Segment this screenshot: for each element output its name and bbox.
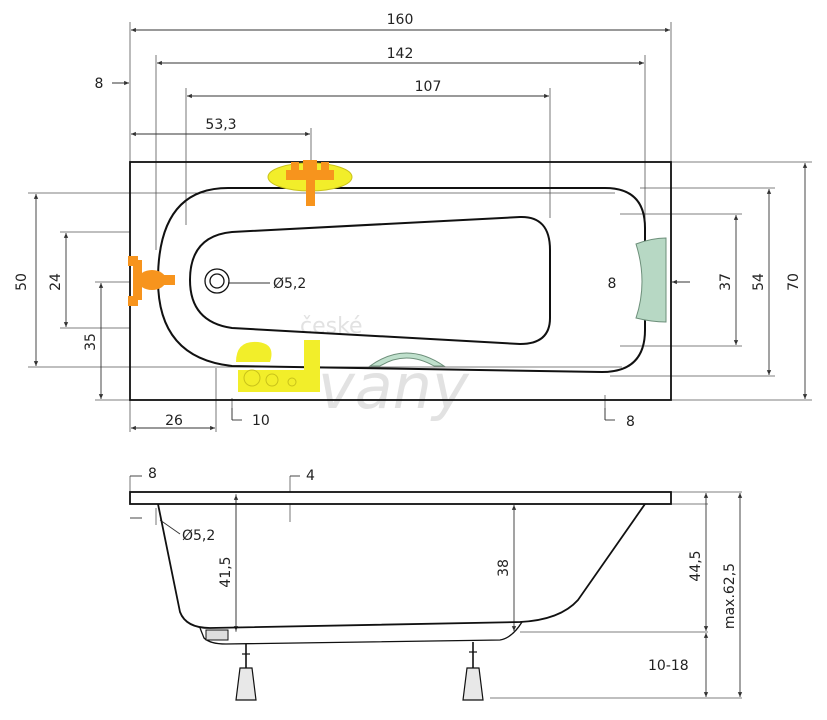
side-view-tub <box>129 491 672 645</box>
top-view-tub <box>129 161 672 401</box>
dim-bottom-offset: 26 <box>165 413 183 429</box>
headrest <box>635 237 667 323</box>
dim-total-depth: 44,5 <box>688 550 704 581</box>
side-view-dimension-lines <box>130 475 743 697</box>
dim-overflow-height: 41,5 <box>218 556 234 587</box>
dim-overall-width-left: 50 <box>14 273 30 291</box>
drain-inner <box>209 273 225 289</box>
dim-overall-width: 70 <box>786 273 802 291</box>
dim-max-height: max.62,5 <box>722 563 738 629</box>
dim-rim-left: 8 <box>95 76 104 92</box>
dim-rim-thickness: 4 <box>306 468 315 484</box>
dim-bottom-rim-right: 8 <box>626 414 635 430</box>
dim-basin-width-right: 37 <box>718 273 734 291</box>
dim-legs-height: 10-18 <box>648 658 689 674</box>
side-tub-body <box>157 503 646 629</box>
dim-inner-width: 54 <box>751 273 767 291</box>
dim-drain-diameter: Ø5,2 <box>273 276 306 292</box>
top-view-extension-lines <box>28 22 812 432</box>
dim-inner-length: 142 <box>387 46 414 62</box>
side-legs <box>235 642 484 701</box>
side-view-dimension-labels: 8 4 Ø5,2 41,5 38 44,5 max.62,5 10-18 <box>148 466 738 674</box>
dim-drain-width: 24 <box>48 273 64 291</box>
dim-overflow-diameter: Ø5,2 <box>182 528 215 544</box>
side-mixer-fixture <box>128 256 175 306</box>
dim-rim-right: 8 <box>608 276 617 292</box>
top-view: 160 142 107 53,3 8 50 24 35 Ø5,2 8 37 54… <box>14 12 812 432</box>
dim-overall-length: 160 <box>387 12 414 28</box>
leg-left <box>235 667 257 701</box>
dim-drain-offset: 35 <box>83 333 99 351</box>
top-view-dimension-lines <box>33 27 808 431</box>
tub-basin-outline <box>188 215 551 346</box>
dim-basin-length: 107 <box>415 79 442 95</box>
dim-bottom-rim: 10 <box>252 413 270 429</box>
watermark-line2: vany <box>318 350 470 423</box>
tub-inner-outline <box>156 187 646 374</box>
side-drain-block <box>205 629 229 641</box>
top-mixer-fixture <box>267 160 353 206</box>
side-view: 8 4 Ø5,2 41,5 38 44,5 max.62,5 10-18 <box>129 466 743 701</box>
soap-fixtures <box>236 340 320 392</box>
handle-grip <box>368 352 446 367</box>
tub-rim-outline <box>129 161 672 401</box>
dim-tap-offset: 53,3 <box>205 117 236 133</box>
dim-side-rim-left: 8 <box>148 466 157 482</box>
dim-inner-depth: 38 <box>496 559 512 577</box>
drain-outer <box>204 268 230 294</box>
leg-right <box>462 667 484 701</box>
side-rim <box>129 491 672 505</box>
top-view-dimension-labels: 160 142 107 53,3 8 50 24 35 Ø5,2 8 37 54… <box>14 12 802 430</box>
watermark: české vany <box>300 314 470 423</box>
